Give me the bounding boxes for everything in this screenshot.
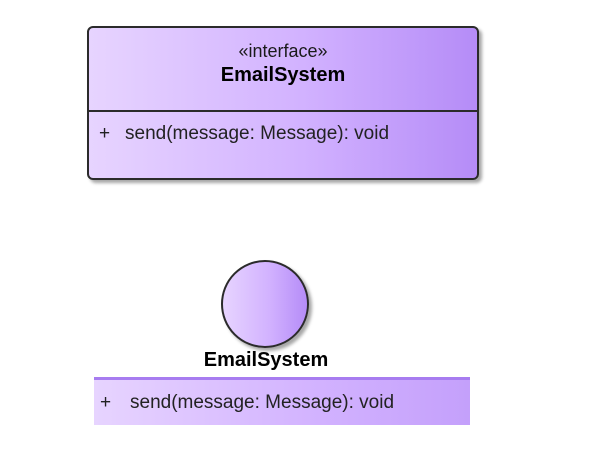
operation-signature: send(message: Message): void xyxy=(130,391,395,413)
operation-visibility: + xyxy=(100,391,112,413)
operation-visibility: + xyxy=(99,123,111,144)
interface-lollipop-circle[interactable] xyxy=(221,260,309,348)
interface-operation[interactable]: + send(message: Message): void xyxy=(89,112,477,156)
lollipop-operations-compartment: + send(message: Message): void xyxy=(94,377,470,425)
interface-header: «interface» EmailSystem xyxy=(89,28,477,112)
interface-name: EmailSystem xyxy=(220,64,346,86)
interface-stereotype: «interface» xyxy=(238,41,328,61)
interface-box[interactable]: «interface» EmailSystem + send(message: … xyxy=(87,26,479,180)
lollipop-operation[interactable]: + send(message: Message): void xyxy=(94,380,470,425)
operation-signature: send(message: Message): void xyxy=(125,123,390,144)
lollipop-interface-name: EmailSystem xyxy=(203,349,329,371)
